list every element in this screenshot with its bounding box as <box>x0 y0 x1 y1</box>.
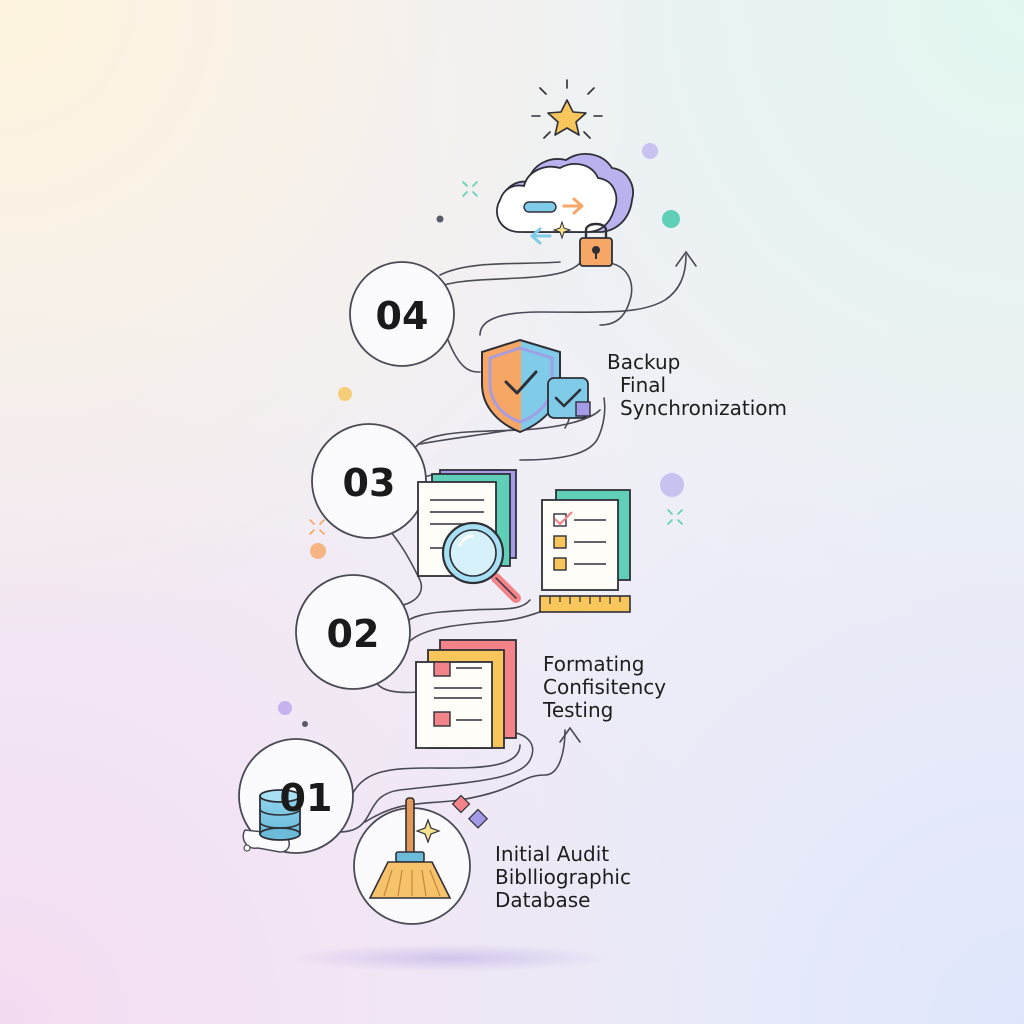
step-04-circle <box>349 261 455 367</box>
step-04-label-line-1: Backup <box>607 350 680 374</box>
database-icon <box>259 789 301 841</box>
decorations <box>278 143 684 727</box>
ruler-icon <box>539 595 631 613</box>
step-03-circle <box>311 423 427 539</box>
step-04-label-line-2: Final <box>620 373 666 397</box>
document-stack-icon <box>415 639 517 749</box>
step-02: 02 Formating Confisitency Testing <box>295 574 666 749</box>
step-04-label-line-3: Synchronizatiom <box>620 396 787 420</box>
step-04: 04 Backup Final Synchronizatiom <box>349 261 787 434</box>
step-01-label: Initial Audit Biblliographic Database <box>495 842 631 912</box>
step-01-label-line-1: Initial Audit <box>495 842 609 866</box>
step-02-label-line-1: Formating <box>543 652 644 676</box>
step-01-label-line-2: Biblliographic <box>495 865 631 889</box>
checklist-icon <box>541 489 631 591</box>
step-02-circle <box>295 574 411 690</box>
step-03-number: 03 <box>343 461 396 505</box>
step-02-label-line-3: Testing <box>542 698 613 722</box>
top-cloud-group <box>496 79 634 267</box>
padlock-icon <box>579 222 613 267</box>
step-02-number: 02 <box>327 612 380 656</box>
cloud-sync-icon <box>496 153 634 245</box>
step-01: 01 Initial Audit Biblliographic Database <box>238 738 631 925</box>
step-02-label: Formating Confisitency Testing <box>542 652 666 722</box>
step-03: 03 <box>311 423 631 613</box>
step-04-number: 04 <box>376 294 429 338</box>
document-magnifier-icon <box>417 469 521 603</box>
floor-shadow <box>290 944 610 972</box>
step-02-label-line-2: Confisitency <box>543 675 666 699</box>
step-04-label: Backup Final Synchronizatiom <box>607 350 787 420</box>
sparkle-icon <box>415 818 441 844</box>
broom-icon <box>368 797 452 899</box>
checkbox-icon <box>547 377 591 419</box>
step-01-number: 01 <box>280 776 333 820</box>
star-icon <box>531 79 603 139</box>
step-01-label-line-3: Database <box>495 888 590 912</box>
